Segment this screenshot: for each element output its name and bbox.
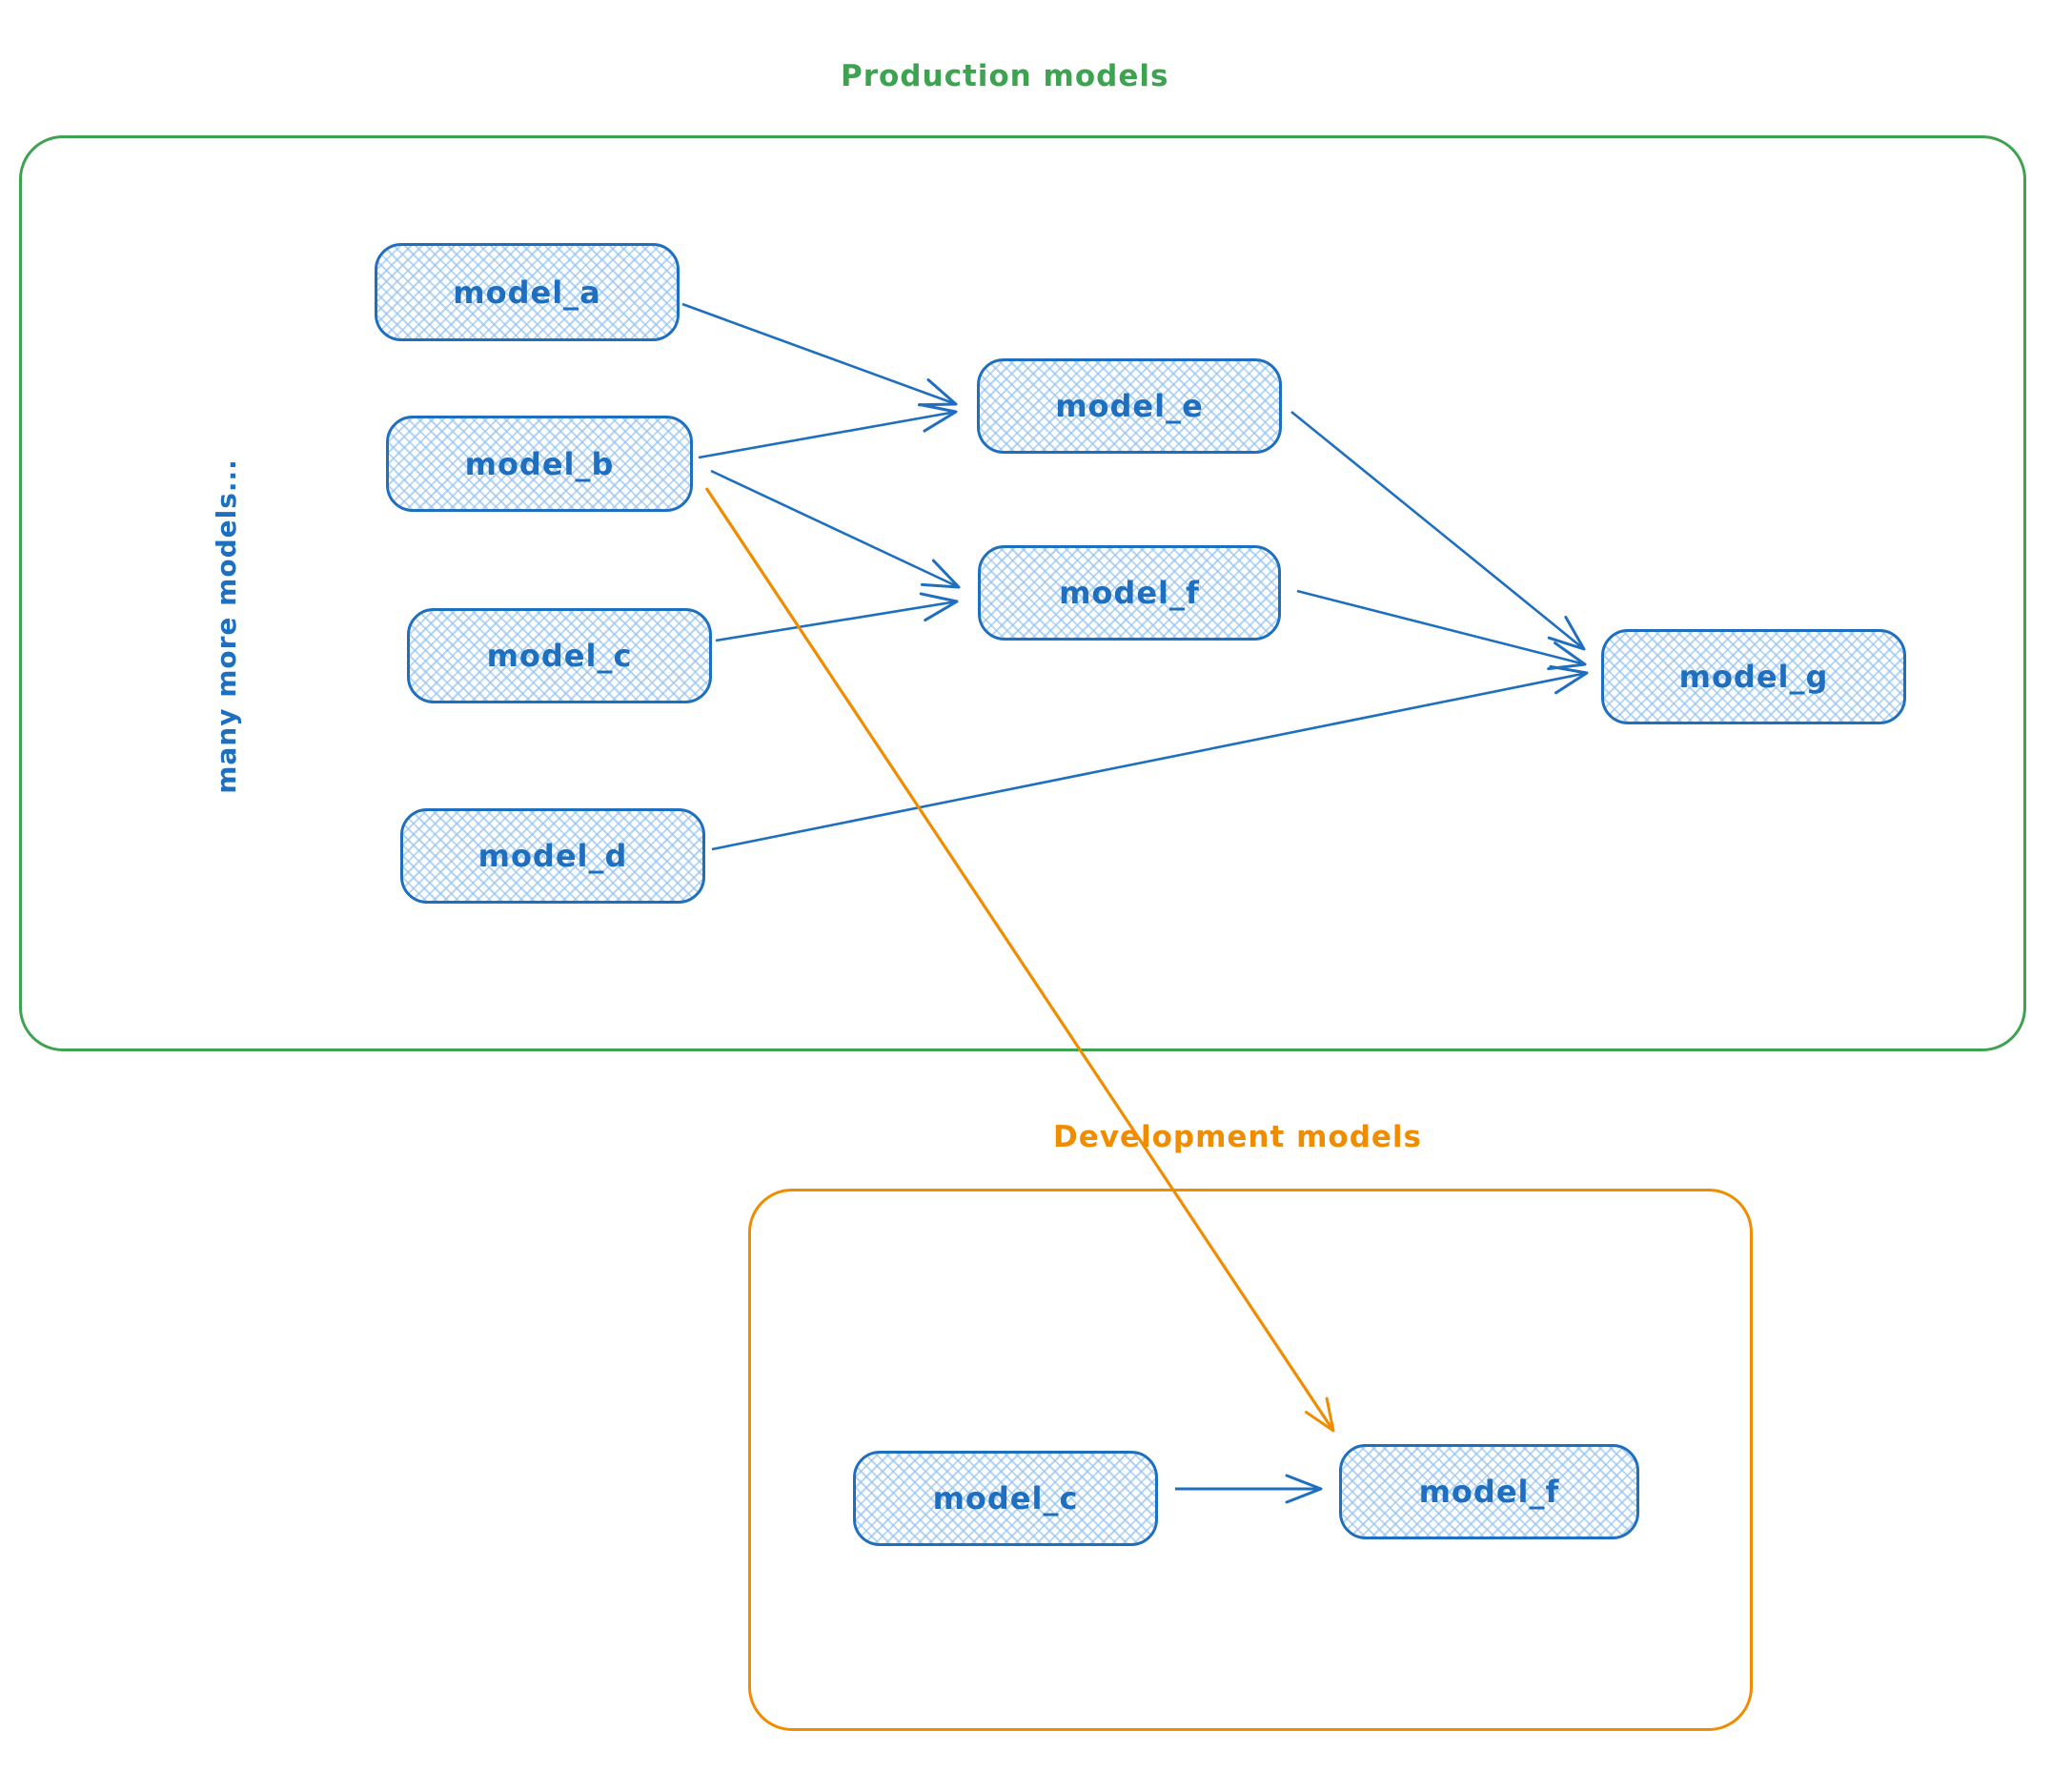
node-model-d: model_d: [400, 808, 705, 904]
node-label: model_g: [1678, 659, 1829, 695]
node-label: model_d: [477, 838, 628, 874]
node-model-f: model_f: [978, 545, 1281, 641]
node-dev-model-f: model_f: [1339, 1444, 1639, 1539]
side-note-text: many more models...: [210, 458, 242, 794]
node-label: model_b: [464, 445, 615, 482]
node-label: model_a: [453, 274, 601, 311]
node-label: model_e: [1055, 388, 1204, 424]
node-model-g: model_g: [1601, 629, 1906, 724]
node-model-a: model_a: [375, 243, 680, 341]
node-model-e: model_e: [977, 358, 1282, 454]
node-label: model_c: [932, 1480, 1079, 1517]
node-dev-model-c: model_c: [853, 1451, 1158, 1546]
development-group-title: Development models: [1053, 1120, 1423, 1154]
node-label: model_c: [486, 638, 633, 674]
node-label: model_f: [1059, 575, 1200, 611]
node-model-c: model_c: [407, 608, 712, 703]
production-group-title: Production models: [841, 59, 1169, 93]
node-model-b: model_b: [386, 416, 693, 512]
node-label: model_f: [1418, 1474, 1560, 1510]
